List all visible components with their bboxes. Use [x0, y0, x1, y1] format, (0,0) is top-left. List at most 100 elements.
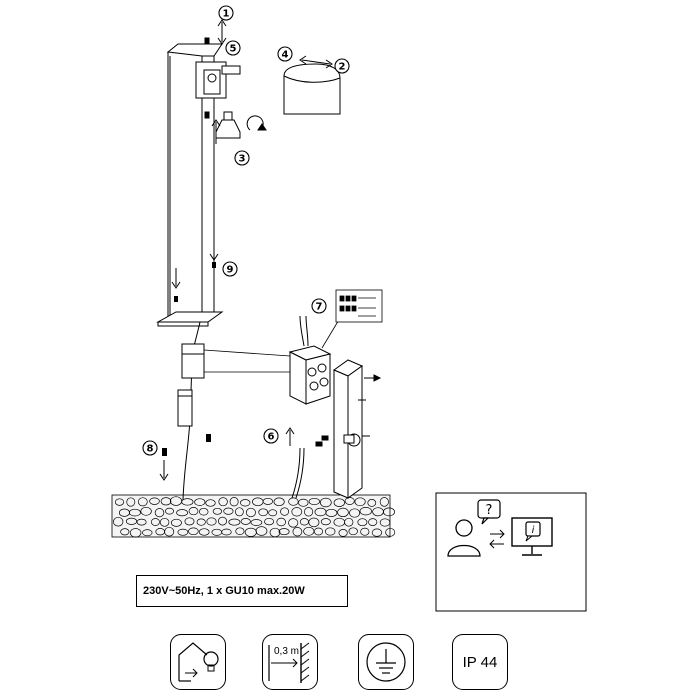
gravel-stone [262, 497, 274, 505]
gravel-stone [218, 516, 227, 526]
wiring-detail [321, 289, 383, 349]
mounting-plate [315, 359, 382, 499]
gravel-stone [181, 498, 194, 506]
gravel-stone [154, 508, 165, 518]
gravel-stone [379, 497, 389, 507]
gravel-stone [176, 509, 188, 517]
help-panel: ? i [435, 492, 587, 612]
gravel-stone [383, 507, 395, 517]
gravel-stone [288, 497, 299, 506]
cable-connector [177, 343, 205, 427]
gravel-stone [212, 507, 223, 515]
gravel-stone [188, 527, 199, 536]
step-marker-5: 5 [225, 40, 241, 56]
gravel-stone [196, 518, 206, 526]
gravel-stone [228, 518, 241, 526]
gravel-stone [126, 497, 136, 507]
electrical-spec-label: 230V~50Hz, 1 x GU10 max.20W [136, 575, 348, 607]
step-number: 9 [227, 265, 234, 276]
gravel-stone [114, 498, 125, 506]
gravel-stone [240, 518, 251, 525]
gravel-stone [291, 507, 303, 517]
arrows [159, 19, 333, 481]
gravel-stone [120, 528, 130, 536]
gravel-stone [160, 497, 172, 506]
gravel-stone [159, 517, 170, 527]
min-distance-label: 0,3 m [274, 646, 300, 657]
gravel-stone [278, 528, 290, 536]
gravel-stone [308, 517, 320, 528]
gravel-stone [333, 498, 345, 507]
gravel-stone [198, 507, 209, 516]
svg-text:i: i [532, 525, 535, 536]
gravel-stone [268, 509, 278, 517]
gravel-stone [357, 518, 368, 527]
step-number: 2 [339, 62, 346, 73]
gravel-stone [264, 517, 275, 526]
info-monitor-icon: i [511, 517, 553, 556]
exchange-arrows-icon [489, 529, 505, 549]
min-distance-icon: 0,3 m [262, 634, 318, 690]
gravel-stone [359, 507, 372, 516]
supply-cable [291, 447, 301, 499]
step-number: 8 [147, 444, 154, 455]
gravel-stone [304, 507, 314, 517]
gravel-stone [367, 499, 377, 507]
earth-ground-icon [358, 634, 414, 690]
gravel-stone [240, 499, 251, 507]
gravel-stone [371, 528, 383, 537]
gravel-stone [292, 527, 303, 537]
indoor-outdoor-bulb-icon [170, 634, 226, 690]
gravel-stone [280, 507, 290, 516]
gravel-stone [150, 518, 160, 526]
gravel-stone [385, 527, 396, 537]
step-number: 6 [268, 432, 275, 443]
svg-text:?: ? [486, 503, 493, 518]
gravel-stone [349, 508, 361, 518]
step-marker-9: 9 [222, 261, 238, 277]
gravel-stone [184, 517, 195, 526]
gravel-stone [218, 497, 228, 507]
gravel-stone [337, 507, 349, 518]
gravel-stone [205, 499, 216, 507]
gravel-stone [258, 508, 269, 517]
gravel-stone [142, 529, 153, 537]
gravel-stone [379, 518, 391, 527]
gravel-stone [354, 497, 366, 507]
gravel-stone [188, 507, 199, 516]
step-number: 1 [223, 9, 230, 20]
gravel-stone [170, 518, 182, 527]
gravel-stone [221, 528, 232, 536]
gravel-stone [235, 507, 244, 517]
gravel-stone [344, 517, 354, 527]
gravel-stone [137, 497, 148, 507]
step-marker-7: 7 [311, 298, 327, 314]
fasteners [162, 262, 216, 456]
gravel-stone [113, 516, 124, 527]
gravel-stone [250, 519, 263, 526]
light-cover [283, 63, 341, 115]
gravel-stone [325, 508, 338, 517]
gravel-stone [368, 518, 378, 526]
gravel-stone [223, 507, 234, 515]
gravel-stone [308, 497, 320, 506]
gravel-stone [313, 527, 324, 536]
gravel-stone [245, 507, 256, 518]
gravel-stone [344, 497, 355, 505]
gravel-stone [149, 497, 160, 505]
gravel-stone [125, 517, 138, 525]
gravel-stone [320, 518, 331, 526]
gravel-ground [111, 494, 396, 538]
gravel-stone [177, 528, 189, 536]
gravel-stone [198, 528, 210, 536]
gravel-stone [324, 527, 336, 536]
gravel-stone [165, 507, 174, 515]
gravel-stone [298, 498, 309, 507]
step-number: 5 [230, 44, 237, 55]
gravel-stone [194, 498, 206, 506]
person-icon [447, 519, 481, 557]
gravel-stone [129, 528, 142, 538]
gravel-stone [255, 526, 268, 536]
gravel-stone [319, 497, 332, 508]
